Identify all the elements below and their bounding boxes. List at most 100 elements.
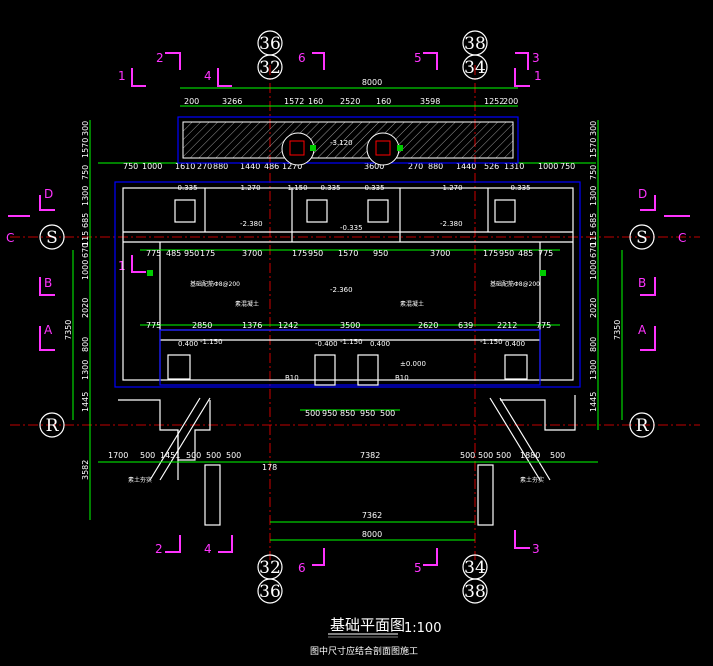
svg-text:34: 34 — [464, 558, 486, 578]
svg-text:B: B — [44, 276, 52, 290]
top-hatched-foundation: -3.120 — [177, 116, 519, 166]
svg-text:2020: 2020 — [81, 298, 90, 318]
inner-dimensions: 775 485 950 175 3700 175 950 1570 950 37… — [140, 249, 560, 418]
svg-text:-2.380: -2.380 — [240, 220, 263, 228]
svg-text:1300: 1300 — [81, 360, 90, 380]
svg-text:1445: 1445 — [81, 392, 90, 412]
svg-text:800: 800 — [589, 337, 598, 352]
svg-text:D: D — [638, 187, 647, 201]
svg-text:4: 4 — [204, 69, 212, 83]
svg-text:3600: 3600 — [364, 162, 384, 171]
svg-text:160: 160 — [376, 97, 391, 106]
svg-text:500: 500 — [550, 451, 565, 460]
svg-text:2212: 2212 — [497, 321, 517, 330]
svg-text:500: 500 — [140, 451, 155, 460]
svg-text:-1.150: -1.150 — [285, 184, 308, 192]
svg-text:1376: 1376 — [242, 321, 262, 330]
svg-text:1300: 1300 — [81, 186, 90, 206]
svg-text:3: 3 — [532, 51, 540, 65]
svg-text:±0.000: ±0.000 — [400, 360, 426, 368]
svg-text:485: 485 — [518, 249, 533, 258]
svg-text:1451: 1451 — [160, 451, 180, 460]
svg-text:670: 670 — [589, 243, 598, 258]
svg-text:2620: 2620 — [418, 321, 438, 330]
svg-text:-0.335: -0.335 — [175, 184, 198, 192]
svg-text:-1.150: -1.150 — [480, 338, 503, 346]
svg-text:素土夯实: 素土夯实 — [520, 476, 544, 484]
svg-text:526: 526 — [484, 162, 499, 171]
svg-text:175: 175 — [200, 249, 215, 258]
axis-bubble-bottom-right: 34 38 — [462, 554, 488, 604]
svg-text:775: 775 — [536, 321, 551, 330]
svg-text:-0.335: -0.335 — [318, 184, 341, 192]
svg-text:B10: B10 — [395, 374, 409, 382]
svg-text:950: 950 — [184, 249, 199, 258]
svg-text:1310: 1310 — [504, 162, 524, 171]
building-outline — [114, 181, 581, 388]
svg-text:1000: 1000 — [142, 162, 162, 171]
svg-text:200: 200 — [184, 97, 199, 106]
svg-text:S: S — [46, 228, 58, 248]
svg-text:1252: 1252 — [484, 97, 504, 106]
svg-text:A: A — [44, 323, 53, 337]
svg-text:-1.150: -1.150 — [200, 338, 223, 346]
svg-text:-1.270: -1.270 — [238, 184, 261, 192]
axis-bubble-top-right: 38 34 — [462, 30, 488, 80]
svg-text:880: 880 — [428, 162, 443, 171]
svg-text:D: D — [44, 187, 53, 201]
svg-text:1300: 1300 — [589, 360, 598, 380]
svg-text:7350: 7350 — [613, 320, 622, 340]
title-block: 基础平面图 1:100 图中尺寸应结合剖面图施工 — [310, 616, 441, 657]
svg-text:0.400: 0.400 — [370, 340, 390, 348]
svg-text:1: 1 — [534, 69, 542, 83]
svg-text:36: 36 — [259, 582, 281, 602]
svg-text:639: 639 — [458, 321, 473, 330]
svg-text:750: 750 — [123, 162, 138, 171]
svg-text:3266: 3266 — [222, 97, 242, 106]
svg-text:-0.400: -0.400 — [315, 340, 338, 348]
svg-text:5: 5 — [414, 51, 422, 65]
svg-text:38: 38 — [464, 34, 486, 54]
svg-text:175: 175 — [483, 249, 498, 258]
svg-text:800: 800 — [81, 337, 90, 352]
axis-bubble-bottom-left: 32 36 — [257, 554, 283, 604]
svg-text:1440: 1440 — [456, 162, 476, 171]
svg-text:160: 160 — [308, 97, 323, 106]
svg-text:1300: 1300 — [589, 186, 598, 206]
svg-text:1570: 1570 — [589, 138, 598, 158]
svg-text:素混凝土: 素混凝土 — [400, 300, 424, 308]
svg-text:775: 775 — [146, 321, 161, 330]
svg-text:-3.120: -3.120 — [330, 139, 353, 147]
svg-text:670: 670 — [81, 243, 90, 258]
svg-text:115: 115 — [81, 231, 90, 246]
green-markers — [147, 145, 546, 276]
svg-text:500: 500 — [460, 451, 475, 460]
svg-text:0.400: 0.400 — [178, 340, 198, 348]
svg-text:6: 6 — [298, 51, 306, 65]
svg-text:1700: 1700 — [108, 451, 128, 460]
svg-text:3700: 3700 — [242, 249, 262, 258]
svg-text:基础配筋Φ8@200: 基础配筋Φ8@200 — [490, 280, 540, 288]
svg-text:200: 200 — [503, 97, 518, 106]
svg-text:486: 486 — [264, 162, 279, 171]
svg-text:0.400: 0.400 — [505, 340, 525, 348]
construction-notes: 素混凝土 素混凝土 基础配筋Φ8@200 基础配筋Φ8@200 素土夯实 素土夯… — [128, 280, 544, 484]
svg-text:8000: 8000 — [362, 78, 382, 87]
svg-text:1570: 1570 — [338, 249, 358, 258]
svg-text:485: 485 — [166, 249, 181, 258]
svg-text:-0.335: -0.335 — [362, 184, 385, 192]
svg-text:2: 2 — [155, 542, 163, 556]
svg-text:500: 500 — [206, 451, 221, 460]
svg-text:880: 880 — [213, 162, 228, 171]
svg-text:500: 500 — [186, 451, 201, 460]
svg-text:1: 1 — [118, 259, 126, 273]
svg-text:8000: 8000 — [362, 530, 382, 539]
svg-text:-1.150: -1.150 — [340, 338, 363, 346]
level-annotations: -0.335 -1.270 -1.150 -0.335 -0.335 -1.27… — [175, 184, 531, 382]
svg-text:6: 6 — [298, 561, 306, 575]
svg-text:1572: 1572 — [284, 97, 304, 106]
svg-text:2020: 2020 — [589, 298, 598, 318]
svg-text:5: 5 — [414, 561, 422, 575]
svg-text:7362: 7362 — [362, 511, 382, 520]
